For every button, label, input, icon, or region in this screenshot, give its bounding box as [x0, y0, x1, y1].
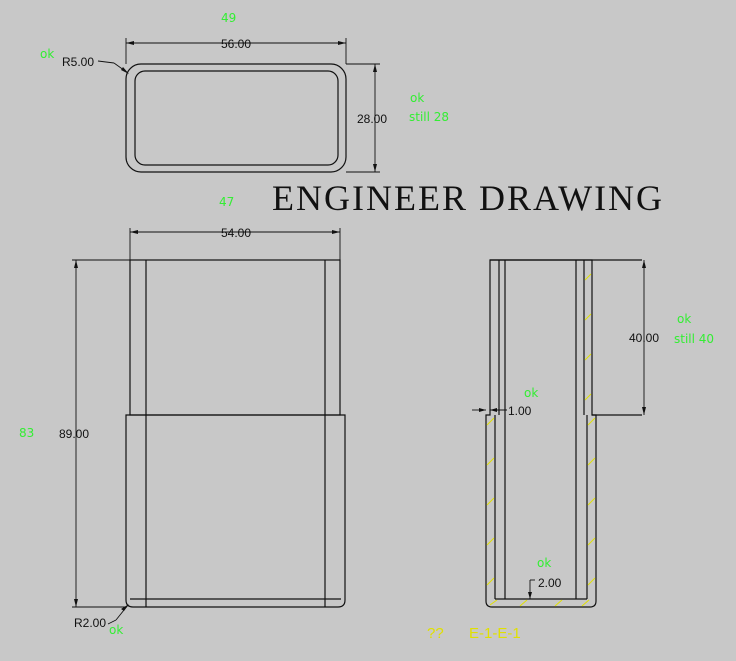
drawing-title: ENGINEER DRAWING	[272, 178, 664, 218]
section-outer-contour	[485, 259, 597, 608]
note-front-radius: ok	[109, 623, 123, 637]
section-bottom-dimension: 2.00	[528, 576, 562, 599]
front-width-dimension: 54.00	[129, 226, 341, 260]
note-section-bottom: ok	[537, 556, 551, 570]
section-view: 40.00 1.00 2.00 ok still 40 ok ok ?? E-1…	[427, 259, 714, 642]
top-view-inner-outline	[134, 70, 339, 166]
section-depth-dim-text: 40.00	[629, 331, 659, 345]
section-wall-dimension: 1.00	[472, 404, 532, 418]
front-width-dim-text: 54.00	[221, 226, 251, 240]
note-front-width: 47	[219, 195, 234, 209]
section-label: E-1-E-1	[469, 625, 521, 642]
front-radius-dim-text: R2.00	[74, 616, 106, 630]
section-question-mark: ??	[427, 625, 444, 642]
note-section-depth-ok: ok	[677, 312, 691, 326]
top-radius-dimension: R5.00	[62, 55, 129, 74]
top-width-dimension: 56.00	[125, 37, 347, 64]
note-section-wall: ok	[524, 386, 538, 400]
top-height-dimension: 28.00	[346, 63, 387, 173]
section-depth-dimension: 40.00	[629, 260, 659, 415]
note-top-height-still: still 28	[409, 110, 449, 124]
front-view: 54.00 89.00 R2.00 47 83 ok	[19, 195, 346, 637]
section-wall-dim-text: 1.00	[508, 404, 532, 418]
section-bottom-dim-text: 2.00	[538, 576, 562, 590]
front-radius-dimension: R2.00	[74, 604, 129, 630]
section-hatching	[486, 273, 596, 607]
note-top-height-ok: ok	[410, 91, 424, 105]
top-view-outer-outline	[125, 63, 347, 173]
top-width-dim-text: 56.00	[221, 37, 251, 51]
note-top-width: 49	[221, 11, 236, 25]
note-top-radius: ok	[40, 47, 54, 61]
note-front-height: 83	[19, 426, 34, 440]
top-view: 56.00 28.00 R5.00 49 ok ok still 28	[40, 11, 449, 173]
note-section-depth-still: still 40	[674, 332, 714, 346]
front-view-lower-body	[125, 414, 346, 608]
top-radius-dim-text: R5.00	[62, 55, 94, 69]
front-height-dim-text: 89.00	[59, 427, 89, 441]
front-view-upper-body	[129, 259, 341, 416]
top-height-dim-text: 28.00	[357, 112, 387, 126]
front-height-dimension: 89.00	[59, 259, 130, 608]
